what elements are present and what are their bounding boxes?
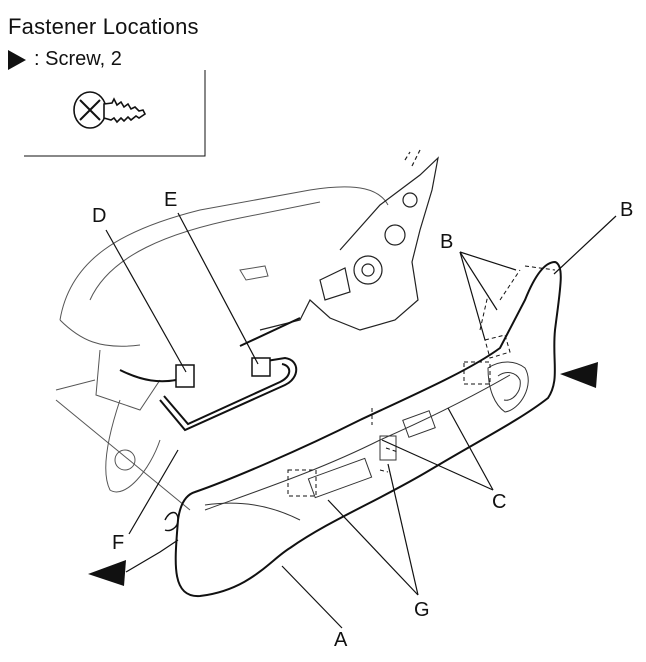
callout-g: G xyxy=(414,599,430,621)
screw-marker-left xyxy=(88,560,126,586)
screw-markers xyxy=(88,362,598,586)
callout-labels: D E B B C F G A xyxy=(92,189,633,651)
seat-cushion xyxy=(55,186,389,511)
connector-d xyxy=(175,364,195,388)
screw-marker-icon xyxy=(8,49,26,70)
dashed-clip-locations xyxy=(287,265,556,497)
hook-f xyxy=(164,511,179,532)
legend-box xyxy=(24,70,206,157)
callout-f: F xyxy=(112,532,124,554)
legend-screw-row: : Screw, 2 xyxy=(8,48,122,71)
leader-lines xyxy=(105,212,617,629)
callout-b-right: B xyxy=(620,199,633,221)
callout-a: A xyxy=(334,629,348,651)
wire-harness xyxy=(119,317,301,432)
callout-c: C xyxy=(492,491,506,513)
seat-side-cover-a xyxy=(174,260,562,598)
screw-marker-right xyxy=(560,362,598,388)
callout-b-left: B xyxy=(440,231,453,253)
screw-icon xyxy=(73,91,147,129)
legend-screw-label: : Screw, 2 xyxy=(34,48,122,70)
connector-e xyxy=(251,357,271,377)
callout-e: E xyxy=(164,189,177,211)
callout-d: D xyxy=(92,205,106,227)
cover-detail-lines xyxy=(204,361,529,521)
recliner-mechanism xyxy=(259,149,439,331)
legend-title: Fastener Locations xyxy=(8,14,199,39)
